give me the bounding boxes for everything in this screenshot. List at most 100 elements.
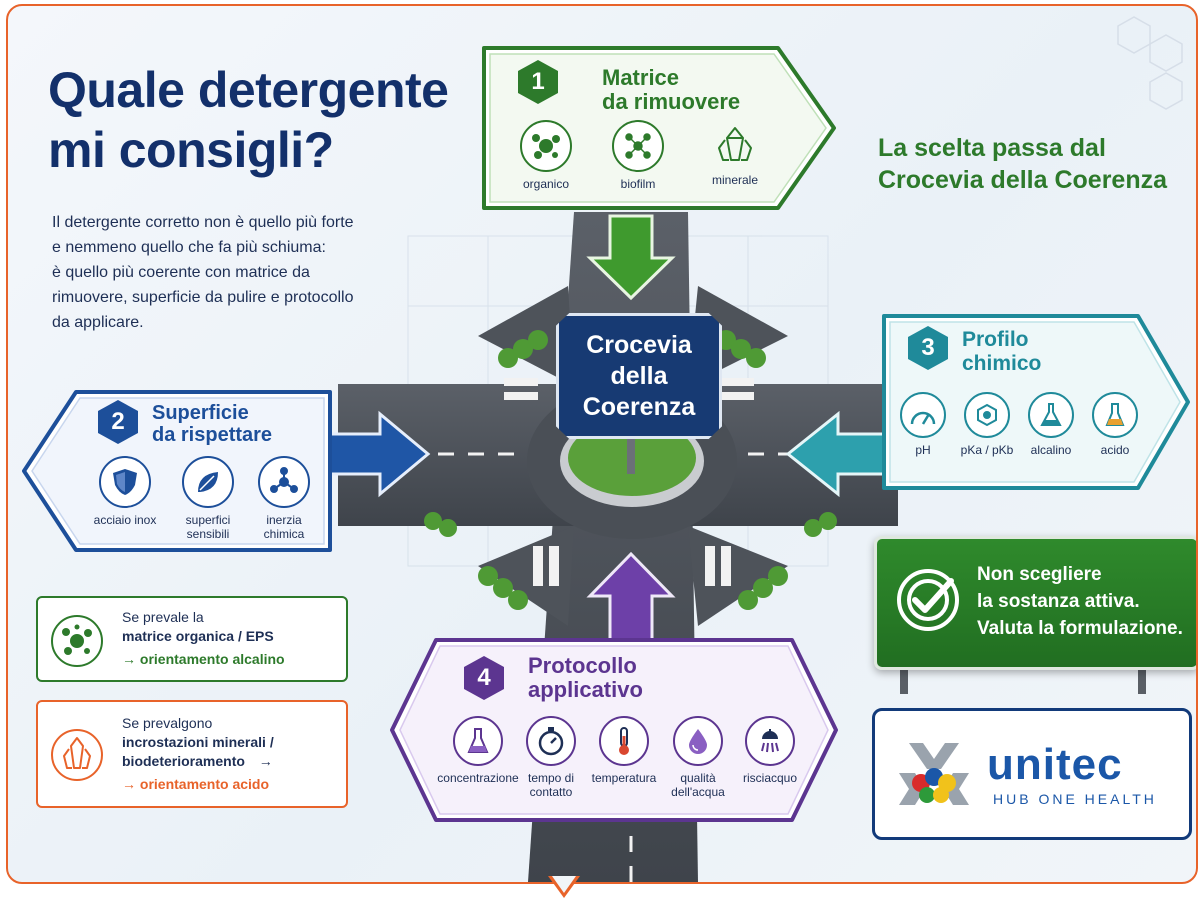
item-label-line: sensibili	[186, 527, 230, 541]
step-number-badge: 3	[908, 326, 948, 370]
item-label: qualità dell'acqua	[660, 771, 736, 799]
beaker-icon	[1092, 392, 1138, 438]
crystal-icon	[711, 120, 759, 168]
item-label: acciaio inox	[93, 513, 157, 527]
check-target-icon	[895, 567, 961, 638]
sign-title-line: da rimuovere	[602, 89, 741, 114]
microbe-icon	[50, 614, 104, 673]
sign-title-line: Protocollo	[528, 653, 637, 678]
intro-line: da applicare.	[52, 314, 144, 331]
item-label: pKa / pKb	[960, 443, 1014, 457]
sign-title-line: Superficie	[152, 402, 249, 424]
intro-paragraph: Il detergente corretto non è quello più …	[52, 210, 412, 335]
item-risciacquo: risciacquo	[732, 716, 808, 785]
center-sign-line: Coerenza	[582, 392, 696, 421]
info-result: → orientamento alcalino	[122, 651, 285, 667]
item-label-line: superfici	[185, 513, 231, 527]
info-line-strong: biodeterioramento →	[122, 752, 346, 771]
item-label: inerzia chimica	[244, 513, 324, 541]
item-qualita-acqua: qualità dell'acqua	[660, 716, 736, 799]
tagline-line-1: La scelta passa dal	[878, 134, 1106, 162]
item-concentrazione: concentrazione	[436, 716, 520, 785]
item-pka-pkb: pKa / pKb	[952, 392, 1022, 457]
item-label: superfici sensibili	[168, 513, 248, 541]
sign-protocollo: 4 Protocollo applicativo concentrazione …	[386, 634, 842, 826]
sign-matrice-title: Matrice da rimuovere	[602, 66, 740, 114]
stopwatch-icon	[526, 716, 576, 766]
crocevia-center-sign: Crocevia della Coerenza	[556, 313, 722, 439]
item-biofilm: biofilm	[598, 120, 678, 191]
item-label-line: dell'acqua	[671, 785, 725, 799]
sign-protocollo-title: Protocollo applicativo	[528, 654, 643, 702]
leaf-icon	[182, 456, 234, 508]
item-label: temperatura	[591, 771, 657, 785]
item-ph: pH	[890, 392, 956, 457]
item-tempo-contatto: tempo di contatto	[514, 716, 588, 799]
item-label-line: chimica	[263, 527, 305, 541]
sign-superficie: 2 Superficie da rispettare acciaio inox …	[18, 386, 336, 556]
item-label-line: qualità	[680, 771, 716, 785]
shield-icon	[99, 456, 151, 508]
item-acido: acido	[1082, 392, 1148, 457]
item-label-line: tempo di	[527, 771, 575, 785]
info-box-organica: Se prevale la matrice organica / EPS → o…	[36, 596, 348, 682]
center-sign-line: Crocevia	[586, 330, 692, 359]
highway-sign: Non scegliere la sostanza attiva. Valuta…	[874, 536, 1196, 670]
sign-title-line: Profilo	[962, 328, 1029, 351]
item-inerzia-chimica: inerzia chimica	[244, 456, 324, 541]
flask-icon	[1028, 392, 1074, 438]
intro-line: e nemmeno quello che fa più schiuma:	[52, 239, 326, 256]
speech-tail-inner	[552, 876, 576, 893]
item-label: pH	[915, 443, 931, 457]
infographic-frame: Quale detergente mi consigli? Il deterge…	[6, 4, 1198, 884]
item-label-line: inerzia	[266, 513, 302, 527]
info-line-strong: incrostazioni minerali /	[122, 734, 274, 750]
gauge-icon	[900, 392, 946, 438]
sign-profilo: 3 Profilo chimico pH pKa / pKb alcalino	[878, 310, 1194, 494]
intro-line: Il detergente corretto non è quello più …	[52, 214, 354, 231]
tagline-line-2: Crocevia della Coerenza	[878, 166, 1168, 194]
sign-title-line: applicativo	[528, 677, 643, 702]
item-temperatura: temperatura	[584, 716, 664, 785]
item-label: minerale	[711, 173, 759, 187]
item-label: concentrazione	[437, 771, 519, 785]
highway-line: la sostanza attiva.	[977, 591, 1140, 612]
microbe-icon	[520, 120, 572, 172]
title-line-1: Quale detergente	[48, 62, 449, 118]
item-label-line: contatto	[529, 785, 573, 799]
sign-title-line: chimico	[962, 352, 1042, 375]
info-box-minerale: Se prevalgono incrostazioni minerali / b…	[36, 700, 348, 808]
sign-title-line: Matrice	[602, 65, 680, 90]
item-organico: organico	[506, 120, 586, 191]
item-alcalino: alcalino	[1018, 392, 1084, 457]
highway-sign-text: Non scegliere la sostanza attiva. Valuta…	[977, 561, 1187, 642]
sign-title-line: da rispettare	[152, 424, 273, 446]
item-minerale: minerale	[690, 120, 780, 187]
info-line-strong: matrice organica / EPS	[122, 628, 274, 644]
center-sign-line: della	[610, 361, 668, 390]
info-result: → orientamento acido	[122, 776, 270, 792]
sign-profilo-title: Profilo chimico	[962, 328, 1041, 376]
step-number-badge: 2	[98, 400, 138, 444]
unitec-logo-card: unitec HUB ONE HEALTH	[872, 708, 1192, 840]
info-line: Se prevalgono	[122, 715, 213, 731]
item-label: acido	[1100, 443, 1130, 457]
intro-line: è quello più coerente con matrice da	[52, 264, 310, 281]
item-superfici-sensibili: superfici sensibili	[168, 456, 248, 541]
title-line-2: mi consigli?	[48, 122, 334, 178]
info-line: Se prevale la	[122, 609, 204, 625]
water-drop-icon	[673, 716, 723, 766]
crystal-icon	[50, 728, 104, 787]
unitec-logo-icon	[891, 733, 977, 824]
intro-line: rimuovere, superficie da pulire e protoc…	[52, 289, 354, 306]
flask-icon	[453, 716, 503, 766]
item-label: biofilm	[620, 177, 656, 191]
sign-matrice: 1 Matrice da rimuovere organico biofilm …	[478, 42, 840, 214]
molecule-icon	[258, 456, 310, 508]
tagline: La scelta passa dal Crocevia della Coere…	[878, 132, 1196, 196]
shower-icon	[745, 716, 795, 766]
thermometer-icon	[599, 716, 649, 766]
highway-line: Non scegliere	[977, 564, 1102, 585]
arrow-right-icon: →	[258, 753, 273, 769]
sign-superficie-title: Superficie da rispettare	[152, 402, 272, 446]
